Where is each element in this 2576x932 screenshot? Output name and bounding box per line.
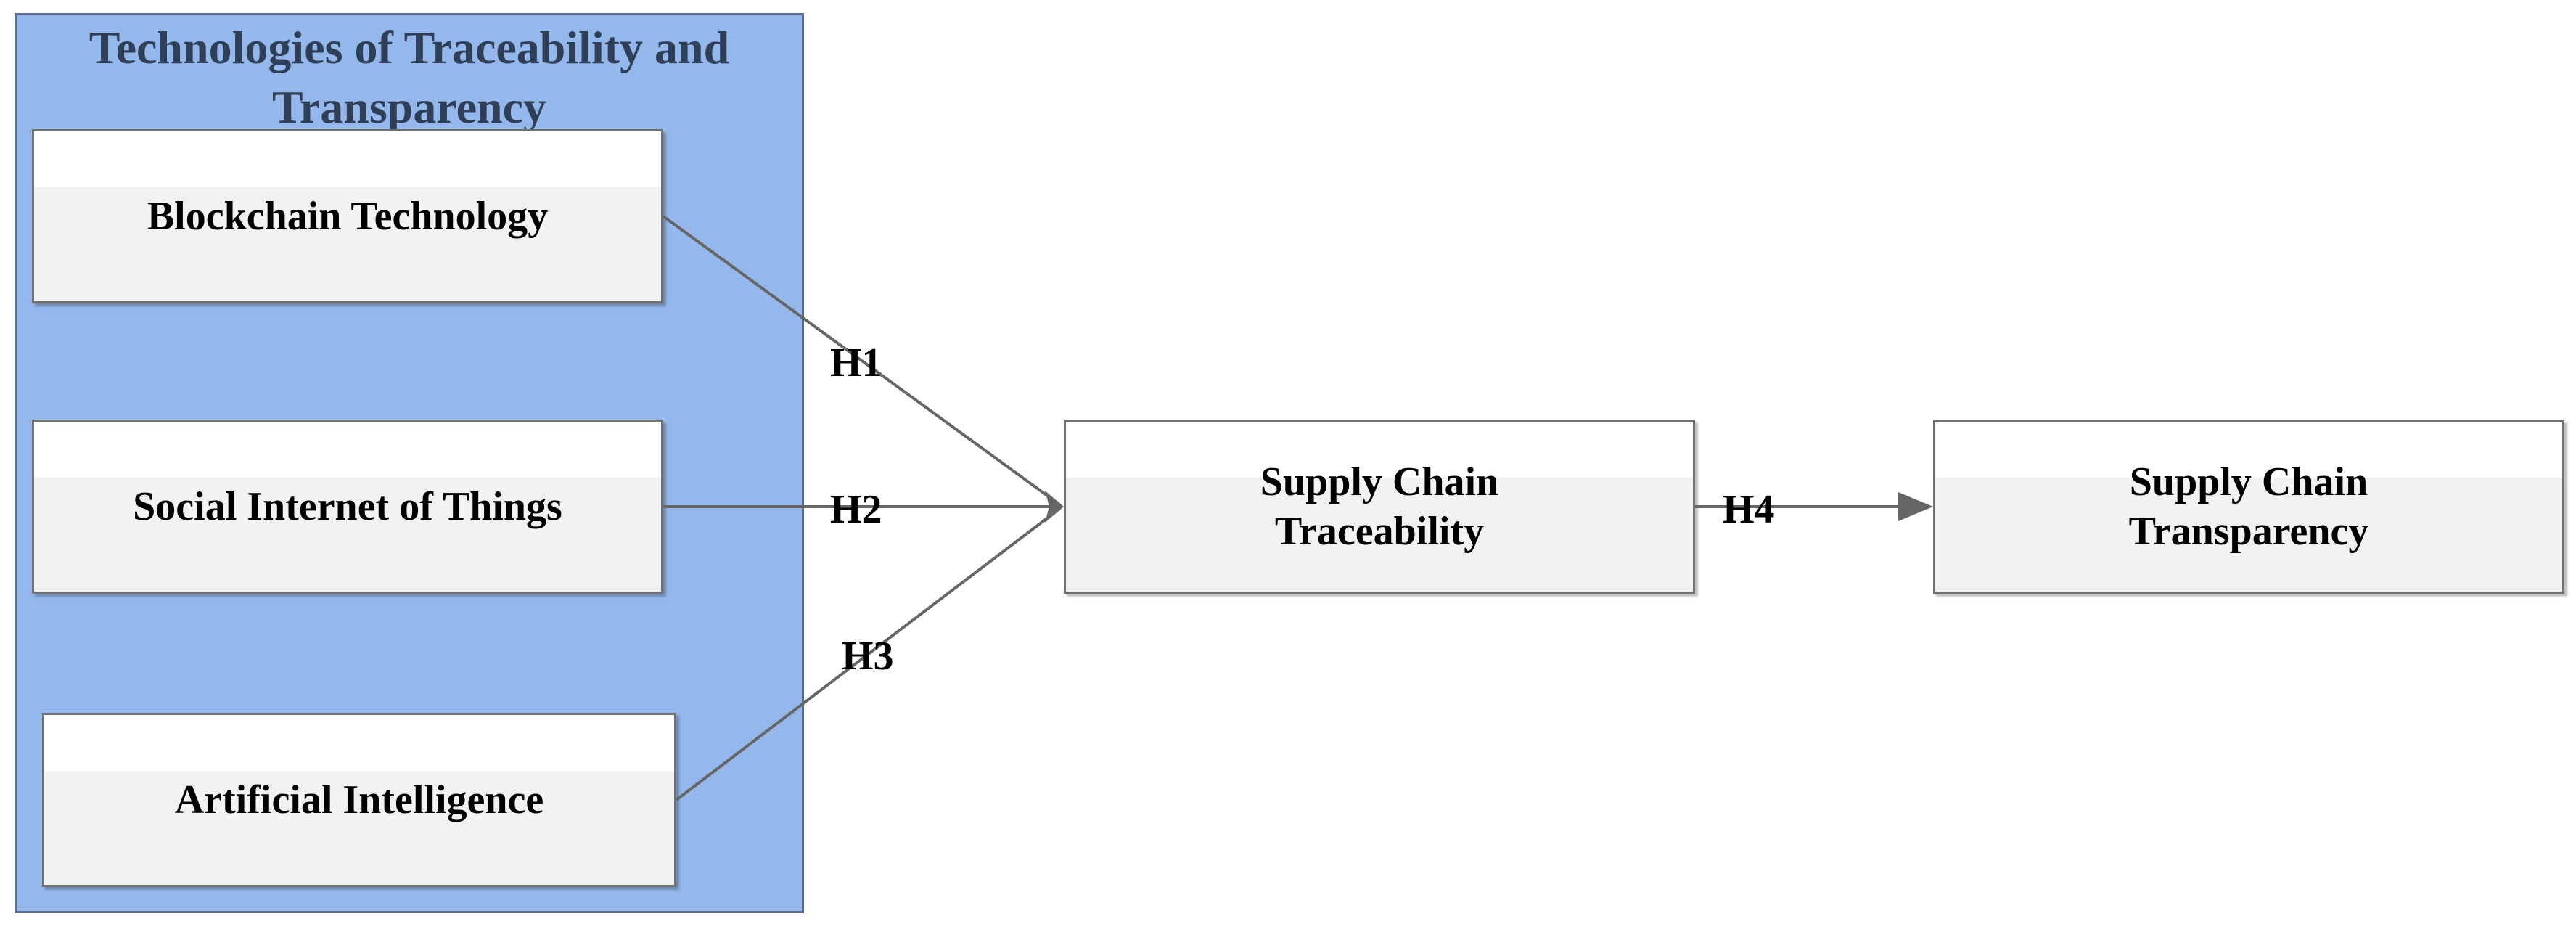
social-internet-of-things-label: Social Internet of Things xyxy=(133,484,562,529)
supply-chain-transparency-box: Supply Chain Transparency xyxy=(1933,420,2564,594)
h3-label: H3 xyxy=(842,634,894,679)
supply-chain-traceability-label: Supply Chain Traceability xyxy=(1260,459,1499,554)
h2-label: H2 xyxy=(830,487,882,532)
h1-label: H1 xyxy=(830,340,882,385)
supply-chain-transparency-label: Supply Chain Transparency xyxy=(2128,459,2369,554)
group-title: Technologies of Traceability and Transpa… xyxy=(89,22,730,133)
artificial-intelligence-box: Artificial Intelligence xyxy=(42,713,676,887)
h4-label: H4 xyxy=(1723,487,1775,532)
artificial-intelligence-label: Artificial Intelligence xyxy=(174,777,544,822)
blockchain-technology-label: Blockchain Technology xyxy=(147,194,549,239)
social-internet-of-things-box: Social Internet of Things xyxy=(32,420,663,594)
supply-chain-traceability-box: Supply Chain Traceability xyxy=(1064,420,1695,594)
merge-arrowhead-icon xyxy=(1045,491,1064,523)
blockchain-technology-box: Blockchain Technology xyxy=(32,129,663,303)
